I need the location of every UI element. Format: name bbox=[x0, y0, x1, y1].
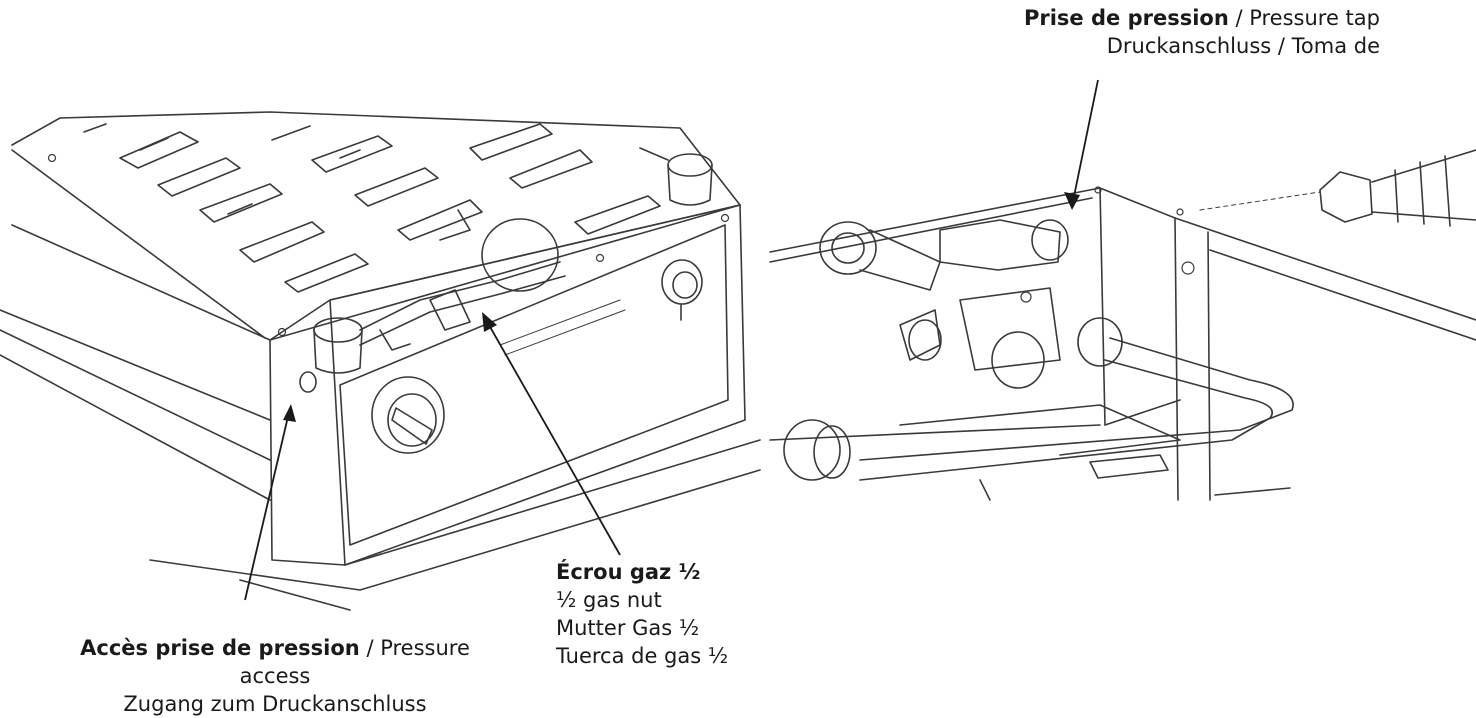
pressure-access-english-1: / Pressure bbox=[359, 636, 470, 660]
vent-slots bbox=[83, 123, 669, 293]
gas-nut-title: Écrou gaz ½ bbox=[556, 560, 701, 584]
pressure-access-hole bbox=[299, 371, 317, 393]
appliance-left-view bbox=[0, 111, 761, 611]
leader-arrowheads bbox=[283, 192, 1080, 422]
leader-pressure-access bbox=[244, 407, 291, 601]
pressure-tap-english: / Pressure tap bbox=[1228, 6, 1380, 30]
control-panel-inner bbox=[339, 224, 729, 546]
top-plate-outline bbox=[11, 111, 741, 341]
label-pressure-tap: Prise de pression / Pressure tap Druckan… bbox=[960, 4, 1380, 60]
gas-pipe bbox=[859, 337, 1294, 481]
pressure-access-german: Zugang zum Druckanschluss bbox=[123, 692, 427, 716]
gas-valve-interior-view bbox=[769, 149, 1476, 501]
screws bbox=[47, 153, 730, 337]
gas-nut-english: ½ gas nut bbox=[556, 588, 662, 612]
feet bbox=[313, 153, 713, 374]
pressure-tap-translations: Druckanschluss / Toma de bbox=[1106, 34, 1380, 58]
left-side-panel bbox=[269, 339, 346, 566]
gas-nut-spanish: Tuerca de gas ½ bbox=[556, 644, 729, 668]
pressure-tap-title: Prise de pression bbox=[1023, 6, 1229, 30]
leader-gas-nut bbox=[484, 317, 621, 556]
pressure-access-title: Accès prise de pression bbox=[80, 636, 360, 660]
leader-lines bbox=[244, 79, 1099, 601]
inlet-fitting bbox=[819, 221, 941, 291]
front-lower-edge bbox=[344, 439, 761, 566]
label-pressure-access: Accès prise de pression / Pressure acces… bbox=[30, 634, 520, 718]
leader-pressure-tap bbox=[1071, 79, 1099, 207]
label-gas-nut: Écrou gaz ½ ½ gas nut Mutter Gas ½ Tuerc… bbox=[556, 558, 836, 670]
control-panel-face bbox=[329, 204, 746, 566]
nuts bbox=[783, 219, 1069, 481]
pressure-access-english-2: access bbox=[239, 664, 311, 688]
pressure-gauge-tool bbox=[1199, 149, 1476, 227]
internal-pipework bbox=[359, 209, 566, 351]
valve-body bbox=[899, 219, 1123, 389]
top-plate-edge bbox=[11, 149, 266, 339]
top-plate-edge-front bbox=[269, 204, 741, 341]
housing-frame bbox=[769, 187, 1476, 321]
screws-right bbox=[1020, 186, 1195, 303]
gas-nut-german: Mutter Gas ½ bbox=[556, 616, 700, 640]
control-knob bbox=[371, 376, 445, 454]
pilot-button bbox=[661, 259, 703, 321]
